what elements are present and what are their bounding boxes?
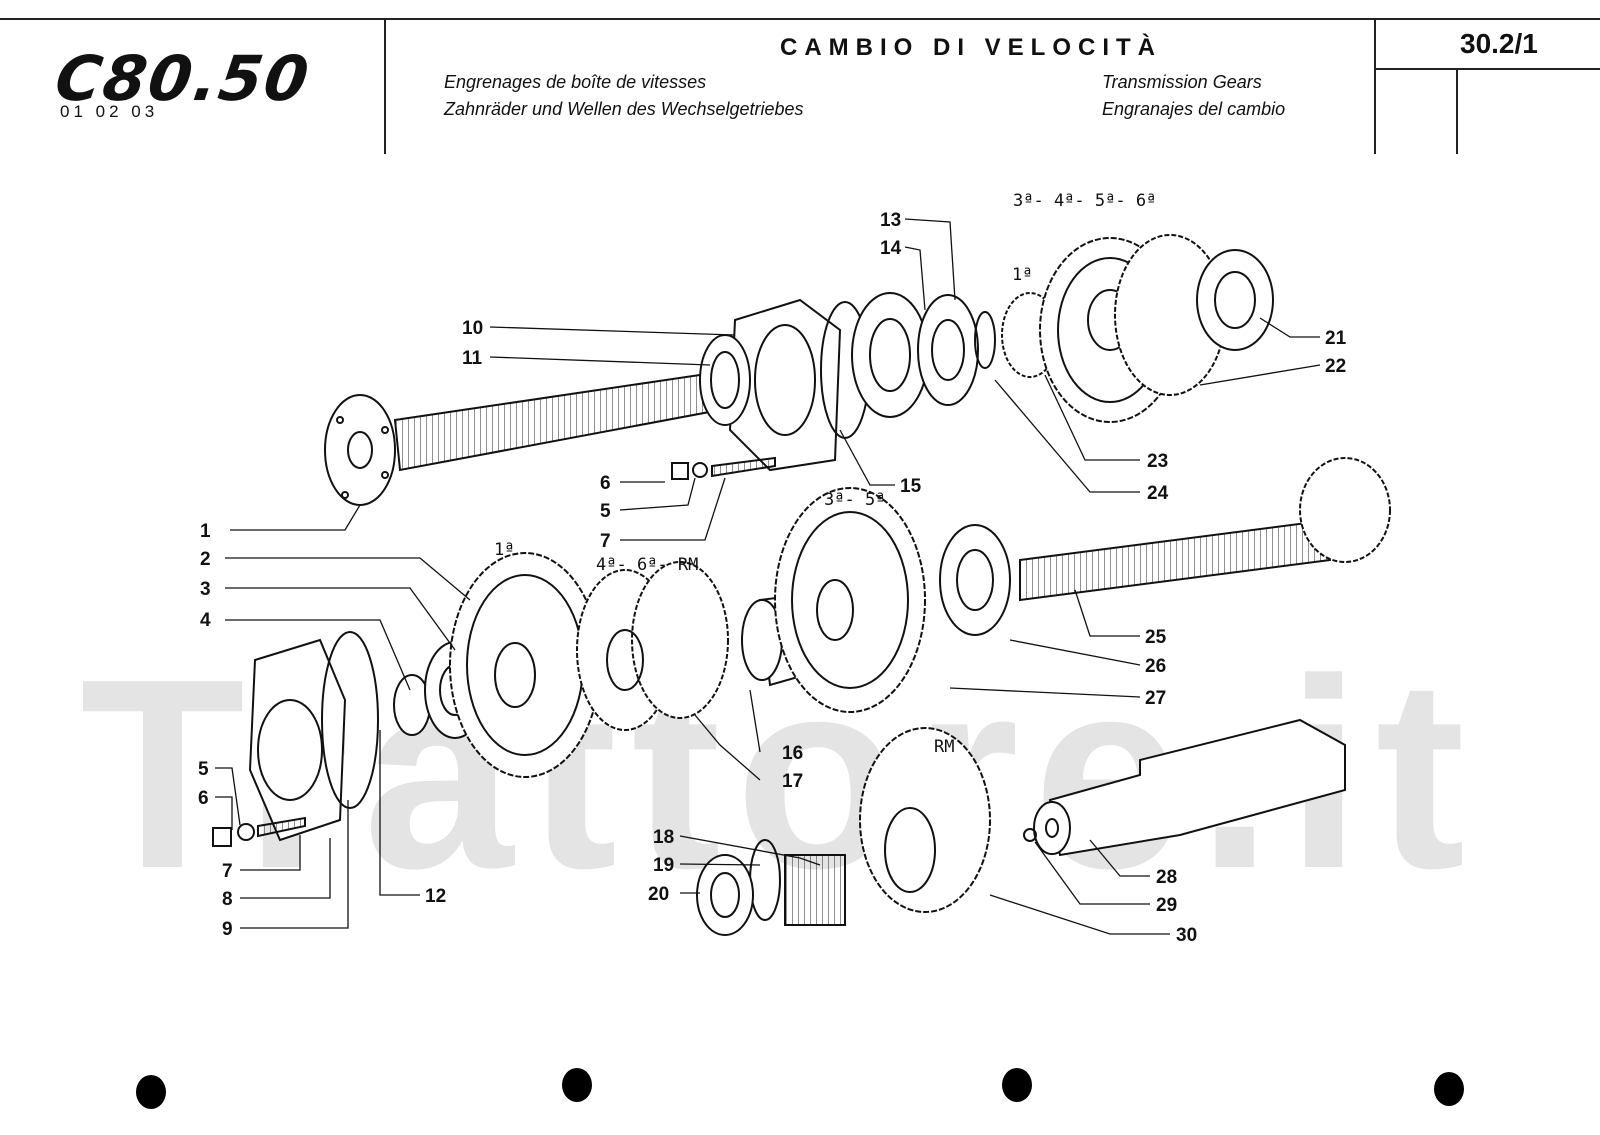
gear-3-5: [774, 487, 926, 713]
callout-20: 20: [648, 884, 670, 905]
callout-6-upper: 6: [600, 473, 611, 494]
callout-23: 23: [1147, 451, 1169, 472]
subtitle-de: Zahnräder und Wellen des Wechselgetriebe…: [444, 99, 804, 119]
gear-label-mid-4-6-rm: 4ª- 6ª- RM: [596, 555, 699, 575]
callout-8: 8: [222, 889, 233, 910]
reverse-shaft: [1023, 718, 1346, 857]
subtitle-en: Transmission Gears: [1102, 72, 1262, 92]
callout-1: 1: [200, 521, 211, 542]
callout-12: 12: [425, 886, 447, 907]
callout-18: 18: [653, 827, 675, 848]
counter-shaft: [1019, 457, 1391, 602]
callout-9: 9: [222, 919, 233, 940]
callout-24: 24: [1147, 483, 1169, 504]
header-page-divider: [1456, 68, 1458, 154]
callout-17: 17: [782, 771, 804, 792]
callout-7-upper: 7: [600, 531, 611, 552]
callout-30: 30: [1176, 925, 1198, 946]
callout-25: 25: [1145, 627, 1167, 648]
callout-22: 22: [1325, 356, 1347, 377]
callout-13: 13: [880, 210, 902, 231]
callout-3: 3: [200, 579, 211, 600]
callout-5-lower: 5: [198, 759, 209, 780]
bearing-26: [939, 524, 1011, 636]
header-divider-right: [1374, 18, 1376, 154]
callout-19: 19: [653, 855, 675, 876]
subtitle-fr: Engrenages de boîte de vitesses: [444, 72, 707, 92]
header-top-rule: [0, 18, 1600, 20]
binder-hole: [1002, 1068, 1032, 1102]
callout-7-lower: 7: [222, 861, 233, 882]
model-codes: 01 02 03: [60, 102, 159, 121]
upper-bearings: [820, 292, 996, 439]
gear-label-lower-rm: RM: [934, 737, 955, 757]
callout-15: 15: [900, 476, 922, 497]
callout-2: 2: [200, 549, 211, 570]
gear-label-mid-3-5: 3ª- 5ª: [824, 490, 886, 510]
gear-4-6-rm: [576, 561, 729, 731]
lower-bolt: [212, 816, 306, 847]
upper-gear-cluster: [1001, 234, 1274, 423]
binder-hole: [562, 1068, 592, 1102]
binder-hole: [1434, 1072, 1464, 1106]
callout-28: 28: [1156, 867, 1178, 888]
page-number: 30.2/1: [1460, 28, 1538, 59]
gear-1a: [449, 552, 601, 778]
callout-11: 11: [462, 348, 483, 369]
gear-label-upper-1a: 1ª: [1012, 265, 1033, 285]
callout-5-upper: 5: [600, 501, 611, 522]
header-divider-left: [384, 18, 386, 154]
callout-27: 27: [1145, 688, 1167, 709]
leader-lines: [215, 218, 1321, 935]
gear-label-mid-1a: 1ª: [494, 540, 515, 560]
gear-label-upper-3-6: 3ª- 4ª- 5ª- 6ª: [1013, 191, 1157, 211]
upper-bolt: [671, 456, 776, 480]
callout-29: 29: [1156, 895, 1178, 916]
callout-21: 21: [1325, 328, 1347, 349]
binder-hole: [136, 1075, 166, 1109]
upper-cover-flange: [699, 298, 842, 472]
page-title: CAMBIO DI VELOCITÀ: [780, 34, 1162, 61]
callout-16: 16: [782, 743, 804, 764]
callout-26: 26: [1145, 656, 1167, 677]
callout-4: 4: [200, 610, 211, 631]
callout-14: 14: [880, 238, 902, 259]
header-page-rule: [1374, 68, 1600, 70]
subtitle-es: Engranajes del cambio: [1102, 99, 1286, 119]
upper-shaft: [324, 370, 721, 506]
callout-10: 10: [462, 318, 484, 339]
reverse-gear: [696, 727, 991, 936]
callout-6-lower: 6: [198, 788, 209, 809]
